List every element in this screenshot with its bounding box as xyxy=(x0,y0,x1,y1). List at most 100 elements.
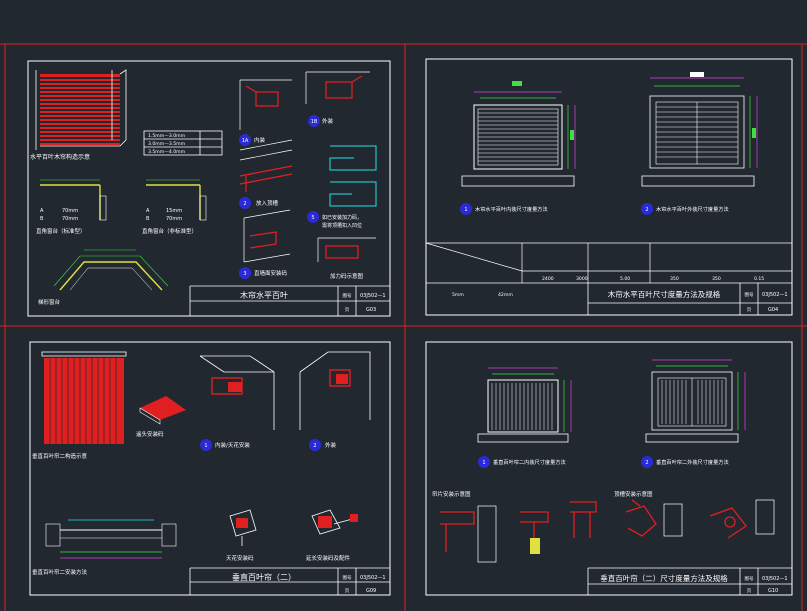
sill-a-b-value: 70mm xyxy=(62,216,78,222)
legend-row-3: 3.5mm—4.0mm xyxy=(148,149,186,155)
s2-cap2-label: 木帘水平百叶外装尺寸度量方法 xyxy=(656,205,729,213)
install-detail-3 xyxy=(243,209,291,263)
legend-table xyxy=(143,130,223,156)
detail-5-label-a: 如已安装加力码， xyxy=(322,214,362,221)
s3-detail1-label: 内装/天花安装 xyxy=(215,441,250,449)
spec-row-b: 42mm xyxy=(498,292,513,298)
detail-1a-number: 1A xyxy=(242,138,249,144)
sill-detail-a xyxy=(40,179,107,221)
sheet-1-tb-tag: 图号 xyxy=(343,293,352,299)
sheet-4-page-tag: 页 xyxy=(747,588,752,594)
spec-table xyxy=(425,242,792,284)
vertical-blind-view xyxy=(41,351,127,444)
sheet-3-tb-tag: 图号 xyxy=(343,575,352,581)
section-caption: 垂直百叶帘二安装方法 xyxy=(32,568,88,576)
s4-cap1-number: 1 xyxy=(482,460,485,466)
end-clip-detail xyxy=(139,396,186,425)
sill-b-caption: 直角窗台（非标准型） xyxy=(142,227,197,235)
spec-value-4: 350 xyxy=(670,276,679,282)
sheet-4-page: G10 xyxy=(768,588,778,594)
s4-cap2-marker xyxy=(641,456,653,468)
detail-3-marker xyxy=(239,267,251,279)
bay-sill-detail xyxy=(53,249,169,291)
blind-3d-view xyxy=(35,69,127,150)
sheet-1-code: 03J502—1 xyxy=(360,293,386,299)
detail-3-number: 3 xyxy=(243,271,246,277)
legend-row-2: 3.0mm—3.5mm xyxy=(148,141,186,147)
s3-detail2-number: 2 xyxy=(313,443,316,449)
detail-1b-number: 1B xyxy=(311,119,318,125)
s4-cap2-label: 垂直百叶帘二外装尺寸度量方法 xyxy=(656,458,729,466)
vertical-inner-window xyxy=(477,367,572,443)
sheet-4-code: 03J502—1 xyxy=(762,576,788,582)
sheet-3-code: 03J502—1 xyxy=(360,575,386,581)
headrail-install-details xyxy=(625,499,775,539)
sheet-2-page-tag: 页 xyxy=(747,307,752,313)
extension-clip-label: 延长安装码及配件 xyxy=(306,554,351,562)
legend-row-1: 1.5mm—3.0mm xyxy=(148,133,186,139)
sheet-2-title: 木帘水平百叶尺寸度量方法及规格 xyxy=(608,289,721,299)
sheet-2-border xyxy=(425,58,793,316)
s2-cap2-marker xyxy=(641,203,653,215)
s4-cap1-marker xyxy=(478,456,490,468)
s3-detail2-label: 外装 xyxy=(325,441,337,449)
reinforce-clip-label: 加力码示意图 xyxy=(330,272,364,280)
clip-profiles xyxy=(329,145,377,207)
sill-b-b-label: B xyxy=(146,216,150,222)
sheet-4-title-block xyxy=(587,567,792,595)
vertical-blind-caption: 垂直百叶帘二构造示意 xyxy=(32,452,88,460)
vertical-outer-window xyxy=(645,359,746,443)
sheet-3-border xyxy=(29,341,391,596)
sheet-1-page-tag: 页 xyxy=(345,307,350,313)
sheet-4-tb-tag: 图号 xyxy=(745,576,754,582)
inner-mount-window xyxy=(461,81,576,187)
sill-b-a-value: 15mm xyxy=(166,208,182,214)
sheet-1-title-block xyxy=(189,285,390,316)
ceiling-clip-label: 天花安装码 xyxy=(226,554,254,562)
detail-5-number: 5 xyxy=(311,215,314,221)
sheet-4-border xyxy=(425,341,793,596)
detail-1b-marker xyxy=(308,115,320,127)
spec-value-1: 2400 xyxy=(542,276,554,282)
sill-b-b-value: 70mm xyxy=(166,216,182,222)
install-detail-1a xyxy=(239,79,292,130)
detail-1a-label: 内装 xyxy=(254,136,266,144)
sheet-1: 水平百叶木帘构造示意 1.5mm—3.0mm 3.0mm—3.5mm 3.5mm… xyxy=(27,60,391,317)
sheet-2: 1 木帘水平百叶内装尺寸度量方法 2 木 xyxy=(425,58,793,316)
extension-clip-detail xyxy=(311,509,358,535)
sheet-3-title-block xyxy=(189,567,390,595)
sill-a-caption: 直角窗台（标准型） xyxy=(36,227,86,235)
s3-detail1-marker xyxy=(200,439,212,451)
slat-install-details xyxy=(440,501,597,563)
sill-a-a-value: 70mm xyxy=(62,208,78,214)
sheet-3: 垂直百叶帘二构造示意 遥头安装码 1 内装/天花安装 2 外装 xyxy=(29,341,391,596)
spec-row-a: 5mm xyxy=(452,292,464,298)
s4-cap2-number: 2 xyxy=(645,460,648,466)
sheet-2-title-block xyxy=(587,283,792,315)
slat-install-label: 帘片安装示意图 xyxy=(432,490,471,498)
outer-mount-window xyxy=(641,72,758,187)
end-clip-label: 遥头安装码 xyxy=(136,430,164,438)
s2-cap1-label: 木帘水平百叶内装尺寸度量方法 xyxy=(475,205,548,213)
sill-a-b-label: B xyxy=(40,216,44,222)
sheet-1-title: 木帘水平百叶 xyxy=(240,290,288,300)
sheet-2-code: 03J502—1 xyxy=(762,292,788,298)
ceiling-clip-detail xyxy=(229,509,257,546)
detail-5-marker xyxy=(307,211,319,223)
s3-detail2-marker xyxy=(309,439,321,451)
sheet-4-title: 垂直百叶帘（二）尺寸度量方法及规格 xyxy=(600,573,728,583)
sill-a-a-label: A xyxy=(40,208,44,214)
detail-1a-marker xyxy=(239,134,251,146)
install-detail-1b xyxy=(305,71,370,104)
sill-detail-b xyxy=(146,179,207,221)
reinforce-clip xyxy=(317,237,376,262)
s2-cap2-number: 2 xyxy=(645,207,648,213)
sheet-3-title: 垂直百叶帘（二） xyxy=(232,572,296,582)
s2-cap1-marker xyxy=(460,203,472,215)
headrail-install-label: 顶槽安装示意图 xyxy=(614,490,653,498)
sheet-3-page: G09 xyxy=(366,588,376,594)
install-detail-2 xyxy=(239,139,293,192)
sheet-2-page: G04 xyxy=(768,307,778,313)
s2-cap1-number: 1 xyxy=(464,207,467,213)
